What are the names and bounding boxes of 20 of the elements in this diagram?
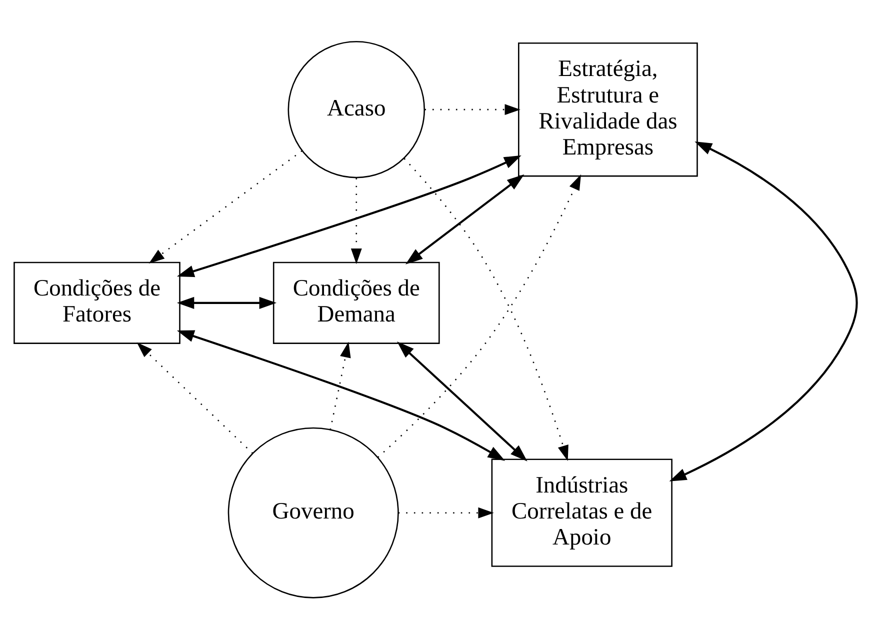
node-box: Condições de Fatores (13, 261, 180, 344)
arrow (396, 341, 527, 461)
arrow (136, 342, 253, 454)
node-circle: Governo (227, 426, 398, 598)
arrow (376, 174, 581, 458)
node-box: Condições de Demana (272, 261, 440, 344)
node-circle: Acaso (287, 40, 424, 178)
arrow (148, 150, 302, 263)
arrow (405, 174, 524, 264)
arrow (329, 341, 350, 430)
arrow (176, 154, 521, 277)
arrow (176, 296, 276, 308)
node-box: Estratégia, Estrutura e Rivalidade das Empresas (518, 42, 698, 176)
arrow (176, 330, 505, 460)
node-box: Indústrias Correlatas e de Apoio (490, 458, 672, 566)
arrow (350, 178, 362, 264)
arrow (403, 158, 568, 461)
arrow (668, 141, 858, 481)
arrow (398, 506, 494, 518)
arrow (424, 104, 520, 115)
